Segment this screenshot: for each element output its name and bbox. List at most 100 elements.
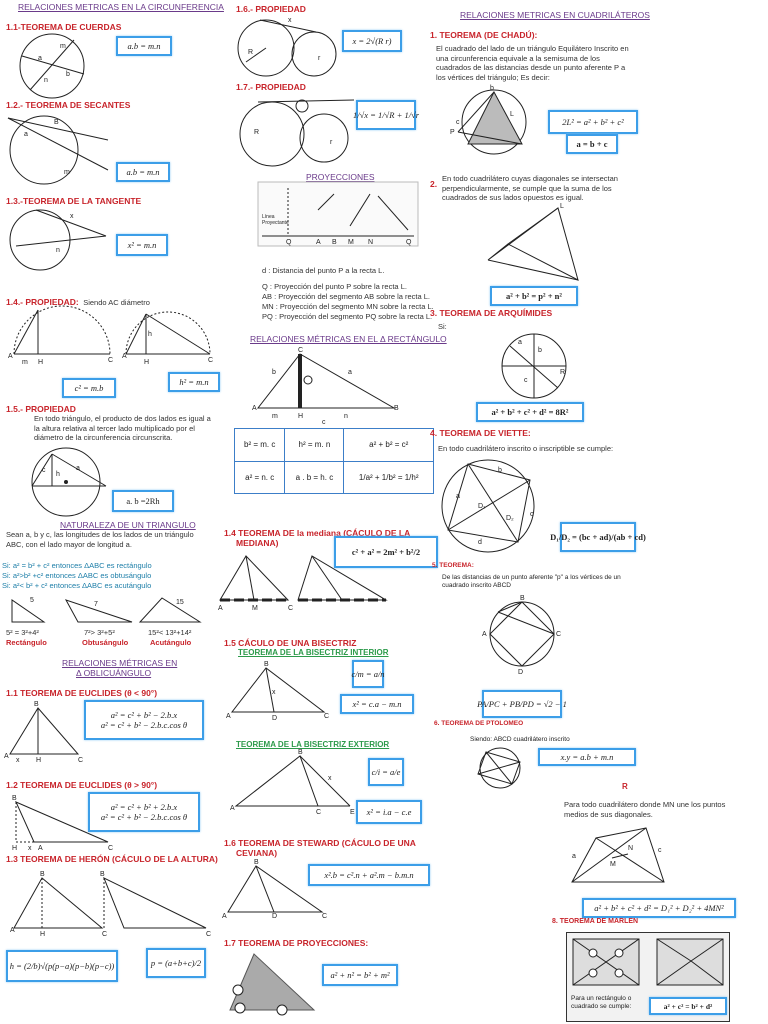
t2-title: 2. [430,179,438,189]
svg-text:C: C [324,713,329,720]
e1-formula1: a² = c² + b² − 2.b.x [110,710,178,720]
nat-ex1: 5² = 3²+4² [6,628,39,637]
svg-text:h: h [148,331,152,338]
svg-text:D: D [272,715,277,722]
nat-ex3: 15²< 13²+14² [148,628,192,637]
svg-text:H: H [144,359,149,366]
s14-formula1: c² = m.b [62,378,116,398]
projthm-formula: a² + n² = b² + m² [322,964,398,986]
svg-text:A: A [10,927,15,934]
p17-formula: 1/√x = 1/√R + 1/√r [353,100,419,130]
svg-text:a: a [38,55,42,62]
tangent-circles-diagram: xRr [237,17,337,77]
t5-title: 5. TEOREMA: [432,562,474,569]
bisector-ext-formula1: c/i = a/e [368,758,404,786]
t7-title: R [622,782,628,791]
t8-formula: a² + c² = b² + d² [649,997,727,1015]
col1-title: RELACIONES METRICAS EN LA CIRCUNFERENCIA [18,2,224,12]
svg-text:B: B [34,701,39,708]
t3-formula: a² + b² + c² + d² = 8R² [476,402,584,422]
s11-title: 1.1-TEOREMA DE CUERDAS [6,22,122,32]
marlen-diagram [572,938,724,986]
rect-cell-1: b² = m. c [233,428,286,462]
nat-rule2: Si: a²>b² +c² entonces ΔABC es obtusángu… [2,571,152,580]
heron-formula1: h = (2/b)√(p(p−a)(p−b)(p−c)) [6,950,118,982]
svg-text:n: n [344,413,348,420]
steward-title2: CEVIANA) [236,848,278,858]
svg-text:r: r [318,55,321,62]
s13-formula: x² = m.n [116,234,168,256]
svg-text:N: N [368,239,373,246]
svg-text:D₂: D₂ [506,515,514,522]
svg-text:R: R [254,129,259,136]
bisector-ext-formula2: x² = i.a − c.e [356,800,422,824]
s12-title: 1.2.- TEOREMA DE SECANTES [6,100,131,110]
proj-pq: PQ : Proyección del segmento PQ sobre la… [262,312,433,321]
t7-formula: a² + b² + c² + d² = D₁² + D₂² + 4MN² [582,898,736,918]
svg-text:b: b [490,85,494,92]
median-title2: MEDIANA) [236,538,279,548]
svg-text:A: A [38,845,43,852]
rect-cell-4: a² = n. c [233,460,286,494]
svg-text:H: H [38,359,43,366]
s15-title: 1.5.- PROPIEDAD [6,404,76,414]
svg-text:C: C [102,931,107,938]
svg-text:c: c [524,377,528,384]
t4-text: En todo cuadrilátero inscrito o inscript… [438,444,614,453]
svg-text:A: A [230,805,235,812]
ptolomeo-diagram [477,747,521,789]
steward-title: 1.6 TEOREMA DE STEWARD (CÁCULO DE UNA [224,838,416,848]
e2-formula2: a² = c² + b² − 2.b.c.cos θ [100,812,188,822]
marlen-panel: Para un rectángulo o cuadrado se cumple:… [566,932,730,1022]
secants-diagram: Bma [7,115,109,185]
t7-text: Para todo cuadrilátero donde MN une los … [564,800,726,819]
svg-text:a: a [518,339,522,346]
e1-title: 1.1 TEOREMA DE EUCLIDES (θ < 90°) [6,688,158,698]
svg-text:x: x [328,775,332,782]
proj-ab: AB : Proyección del segmento AB sobre la… [262,292,431,301]
svg-text:C: C [108,357,113,364]
nat-rule1: Si: a² = b² + c² entonces ΔABC es rectán… [2,561,152,570]
s12-formula: a.b = m.n [116,162,170,182]
svg-text:A: A [8,353,13,360]
t6-title: 6. TEOREMA DE PTOLOMEO [434,720,524,727]
svg-text:C: C [108,845,113,852]
rect-title: RELACIONES MÉTRICAS EN EL Δ RECTÁNGULO [250,334,447,344]
t1-text: El cuadrado del lado de un triángulo Equ… [436,44,629,82]
svg-text:15: 15 [176,599,184,606]
svg-text:x: x [16,757,20,764]
svg-text:a: a [24,131,28,138]
projthm-title: 1.7 TEOREMA DE PROYECCIONES: [224,938,369,948]
s14-title: 1.4.- PROPIEDAD: [6,297,79,307]
t4-formula: D₁/D₂ = (bc + ad)/(ab + cd) [550,522,646,552]
svg-text:c: c [322,419,326,426]
three-circles-diagram: Rr [239,99,355,167]
svg-text:P: P [450,129,455,136]
median-formula: c² + a² = 2m² + b²/2 [334,536,438,568]
t5-formula: PA/PC + PB/PD = √2 − 1 [477,690,567,718]
svg-text:M: M [252,605,258,612]
projthm-diagram [229,953,316,1016]
nat-ex2: 7²> 3²+5² [84,628,115,637]
s15-formula: a. b =2Rh [112,490,174,512]
svg-text:C: C [298,347,303,354]
svg-text:R: R [560,369,565,376]
nat-lab3: Acutángulo [150,638,192,647]
svg-text:c: c [456,119,460,126]
s15-text: En todo triángulo, el producto de dos la… [34,414,211,442]
e1-formula2: a² = c² + b² − 2.b.c.cos θ [100,720,188,730]
t5-text: De las distancias de un punto aferente "… [442,574,621,589]
obl-title: RELACIONES MÉTRICAS EN [62,658,178,668]
svg-text:a: a [456,493,460,500]
svg-text:B: B [298,749,303,756]
svg-text:L: L [560,203,564,210]
nat-lab1: Rectángulo [6,638,47,647]
svg-text:B: B [332,239,337,246]
svg-text:A: A [252,405,257,412]
